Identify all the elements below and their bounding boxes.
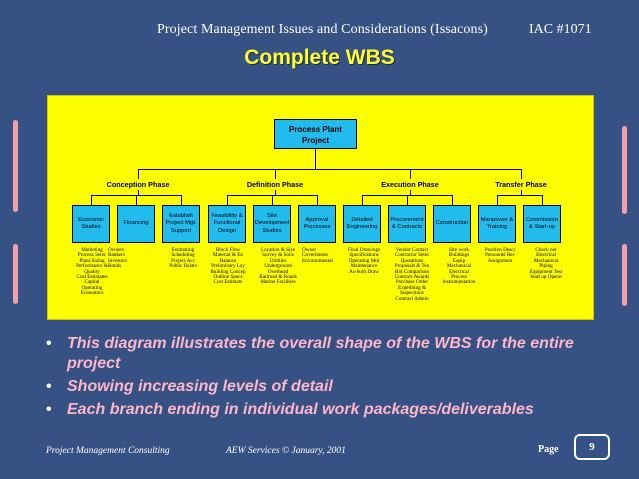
connector-bar-transfer <box>497 195 542 196</box>
wbs-node-manpower-training: Manpower & Training <box>478 205 516 243</box>
bullet-dot-icon: • <box>46 401 52 418</box>
wbs-node-label: Procurement & Contracts <box>390 216 424 231</box>
connector-phase-bar <box>138 169 522 170</box>
wbs-node-label: Manpower & Training <box>480 216 514 231</box>
footer-copyright: AEW Services © January, 2001 <box>226 446 346 456</box>
connector-node-11 <box>542 195 543 205</box>
bullet-text: Each branch ending in individual work pa… <box>67 401 534 418</box>
wbs-node-label: Feasibility & Functional Design <box>211 212 243 234</box>
bullet-item: • This diagram illustrates the overall sh… <box>46 334 626 374</box>
wbs-node-economic-studies: Economic Studies <box>72 205 110 243</box>
page-label: Page <box>538 444 559 455</box>
left-accent-bar-bottom <box>13 244 18 304</box>
connector-phase-4 <box>521 169 522 179</box>
connector-node-3 <box>181 195 182 205</box>
connector-node-10 <box>497 195 498 205</box>
right-accent-bar-bottom <box>622 244 627 306</box>
connector-node-8 <box>407 195 408 205</box>
work-package-list: Vendor Contact Contractor Selec Quotatio… <box>394 247 430 302</box>
wbs-node-label: Commission & Start-up <box>526 216 558 231</box>
connector-down-transfer <box>521 190 522 195</box>
wbs-node-approval-processes: Approval Processes <box>298 205 336 243</box>
wbs-node-label: Site Development Studies <box>254 212 290 234</box>
connector-phase-2 <box>275 169 276 179</box>
work-package-list: Check out Electrical Mechanical Piping E… <box>529 247 563 281</box>
wbs-node-procurement: Procurement & Contracts <box>388 205 426 243</box>
page-number: 9 <box>574 434 610 460</box>
work-package-list: Location & Size Survey & Soils Utilities… <box>259 247 297 286</box>
wbs-node-site-development: Site Development Studies <box>253 205 291 243</box>
bullet-item: • Each branch ending in individual work p… <box>46 400 626 420</box>
wbs-node-detailed-engineering: Detailed Engineering <box>343 205 381 243</box>
work-package-list: Owners Bankers Investors Bonds <box>108 247 128 270</box>
connector-node-1 <box>91 195 92 205</box>
phase-label-execution: Execution Phase <box>381 180 439 189</box>
wbs-node-project-mgt-support: Establish Project Mgt. Support <box>162 205 200 243</box>
wbs-node-label: Approval Processes <box>303 216 331 231</box>
wbs-node-label: Financing <box>123 220 149 227</box>
footer-company: Project Management Consulting <box>46 446 170 456</box>
connector-root-down <box>315 149 316 169</box>
right-accent-bar-top <box>622 126 627 214</box>
bullet-dot-icon: • <box>46 335 52 352</box>
connector-node-4 <box>227 195 228 205</box>
connector-node-5 <box>272 195 273 205</box>
wbs-node-label: Detailed Engineering <box>346 216 378 231</box>
header-title: Project Management Issues and Considerat… <box>157 22 488 37</box>
wbs-node-feasibility: Feasibility & Functional Design <box>208 205 246 243</box>
left-accent-bar-top <box>13 120 18 212</box>
connector-node-9 <box>452 195 453 205</box>
wbs-node-label: Construction <box>435 220 469 227</box>
wbs-node-label: Establish Project Mgt. Support <box>165 212 197 234</box>
bullet-text: This diagram illustrates the overall sha… <box>67 335 574 372</box>
wbs-node-construction: Construction <box>433 205 471 243</box>
connector-node-7 <box>362 195 363 205</box>
slide-title: Complete WBS <box>244 46 395 69</box>
connector-down-conception <box>138 190 139 195</box>
work-package-list: Marketing Process Selec Plant Sizing Per… <box>76 247 108 297</box>
connector-down-definition <box>275 190 276 195</box>
work-package-list: Position Descr Personnel Rec Assignment <box>484 247 516 264</box>
connector-node-6 <box>317 195 318 205</box>
phase-label-conception: Conception Phase <box>106 180 170 189</box>
bullet-text: Showing increasing levels of detail <box>67 378 333 395</box>
work-package-list: Final Drawings Specifications Operating … <box>347 247 381 275</box>
wbs-node-commission-startup: Commission & Start-up <box>523 205 561 243</box>
work-package-list: Owner Government Environmental <box>302 247 333 264</box>
connector-down-execution <box>410 190 411 195</box>
wbs-node-label: Economic Studies <box>78 216 104 231</box>
phase-label-definition: Definition Phase <box>246 180 304 189</box>
bullet-dot-icon: • <box>46 378 52 395</box>
wbs-root-node: Process Plant Project <box>274 119 357 149</box>
work-package-list: Estimating Scheduling Project Acc Public… <box>169 247 197 270</box>
connector-node-2 <box>136 195 137 205</box>
work-package-list: Site work Buildings Equip Mechanical Ele… <box>442 247 476 286</box>
wbs-node-financing: Financing <box>117 205 155 243</box>
bullet-list: • This diagram illustrates the overall sh… <box>46 334 626 423</box>
connector-phase-1 <box>138 169 139 179</box>
connector-phase-3 <box>410 169 411 179</box>
phase-label-transfer: Transfer Phase <box>495 180 547 189</box>
bullet-item: • Showing increasing levels of detail <box>46 377 626 397</box>
work-package-list: Block Flow Material & En Balance Prelimi… <box>210 247 246 286</box>
header-id: IAC #1071 <box>529 22 592 37</box>
